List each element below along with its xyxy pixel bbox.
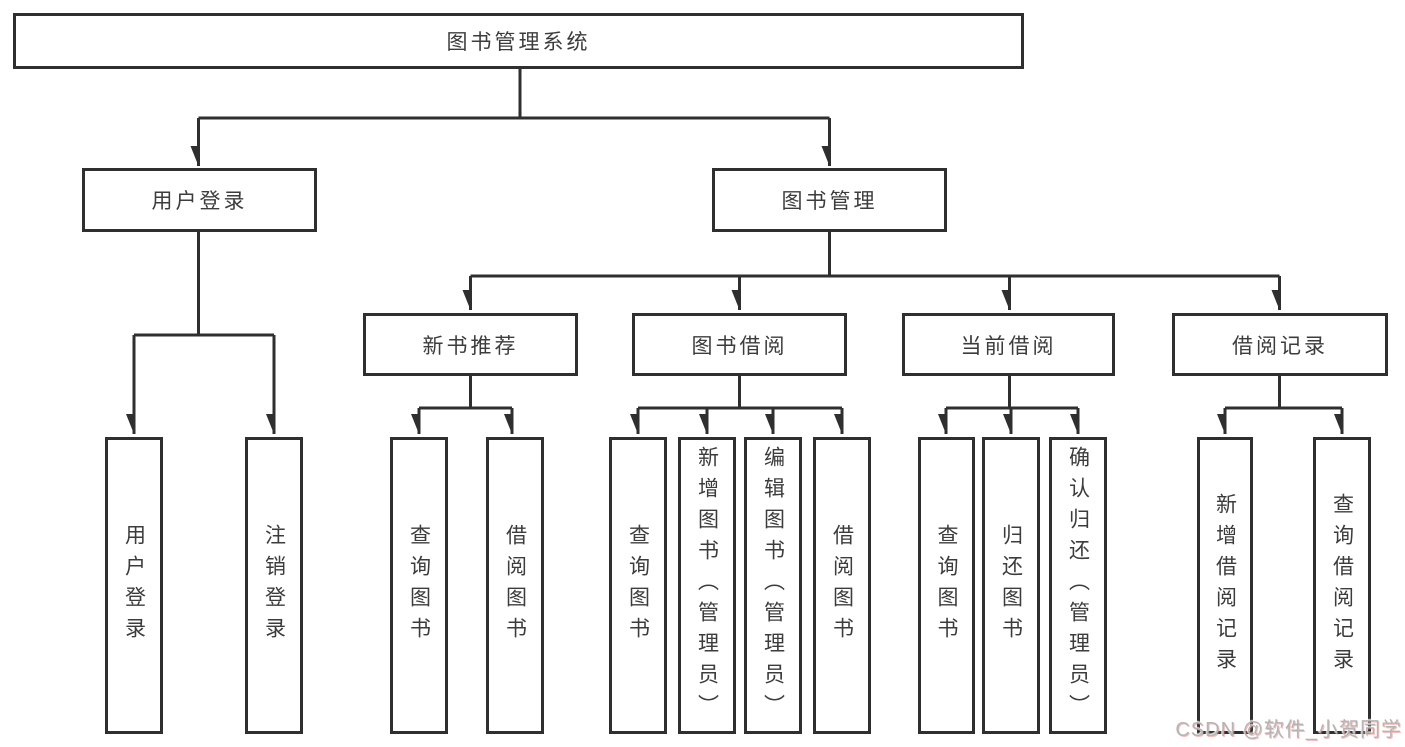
node-book-borrow: 图书借阅	[632, 313, 847, 376]
leaf-user-login: 用户登录	[105, 437, 163, 734]
connector-user-login-bus	[134, 232, 274, 337]
connector-book-borrow-bus	[638, 376, 842, 410]
leaf-br-query-record: 查询借阅记录	[1313, 437, 1371, 734]
leaf-cb-query-book: 查询图书	[918, 437, 975, 734]
connector-borrow-record-bus	[1225, 376, 1342, 410]
node-user-login: 用户登录	[82, 168, 317, 232]
leaf-nb-borrow-book: 借阅图书	[486, 437, 544, 734]
leaf-cb-confirm-return: 确认归还（管理员）	[1049, 437, 1107, 734]
node-book-mgmt: 图书管理	[712, 168, 947, 232]
connector-book-mgmt-bus	[470, 232, 1280, 278]
node-borrow-record: 借阅记录	[1172, 313, 1388, 376]
leaf-bb-query-book: 查询图书	[609, 437, 667, 734]
leaf-bb-borrow-book: 借阅图书	[813, 437, 871, 734]
leaf-br-add-record: 新增借阅记录	[1197, 437, 1253, 734]
leaf-nb-query-book: 查询图书	[390, 437, 448, 734]
node-current-borrow: 当前借阅	[902, 313, 1115, 376]
csdn-watermark: CSDN @软件_小贺同学	[1175, 719, 1402, 741]
leaf-bb-add-book: 新增图书（管理员）	[678, 437, 736, 734]
connector-root-bus	[198, 69, 830, 120]
leaf-cb-return-book: 归还图书	[982, 437, 1040, 734]
node-root-system: 图书管理系统	[13, 13, 1024, 69]
leaf-logout: 注销登录	[245, 437, 303, 734]
node-new-book-rec: 新书推荐	[363, 313, 578, 376]
connector-new-book-rec-bus	[419, 376, 512, 410]
connector-current-borrow-bus	[946, 376, 1078, 410]
leaf-bb-edit-book: 编辑图书（管理员）	[744, 437, 802, 734]
